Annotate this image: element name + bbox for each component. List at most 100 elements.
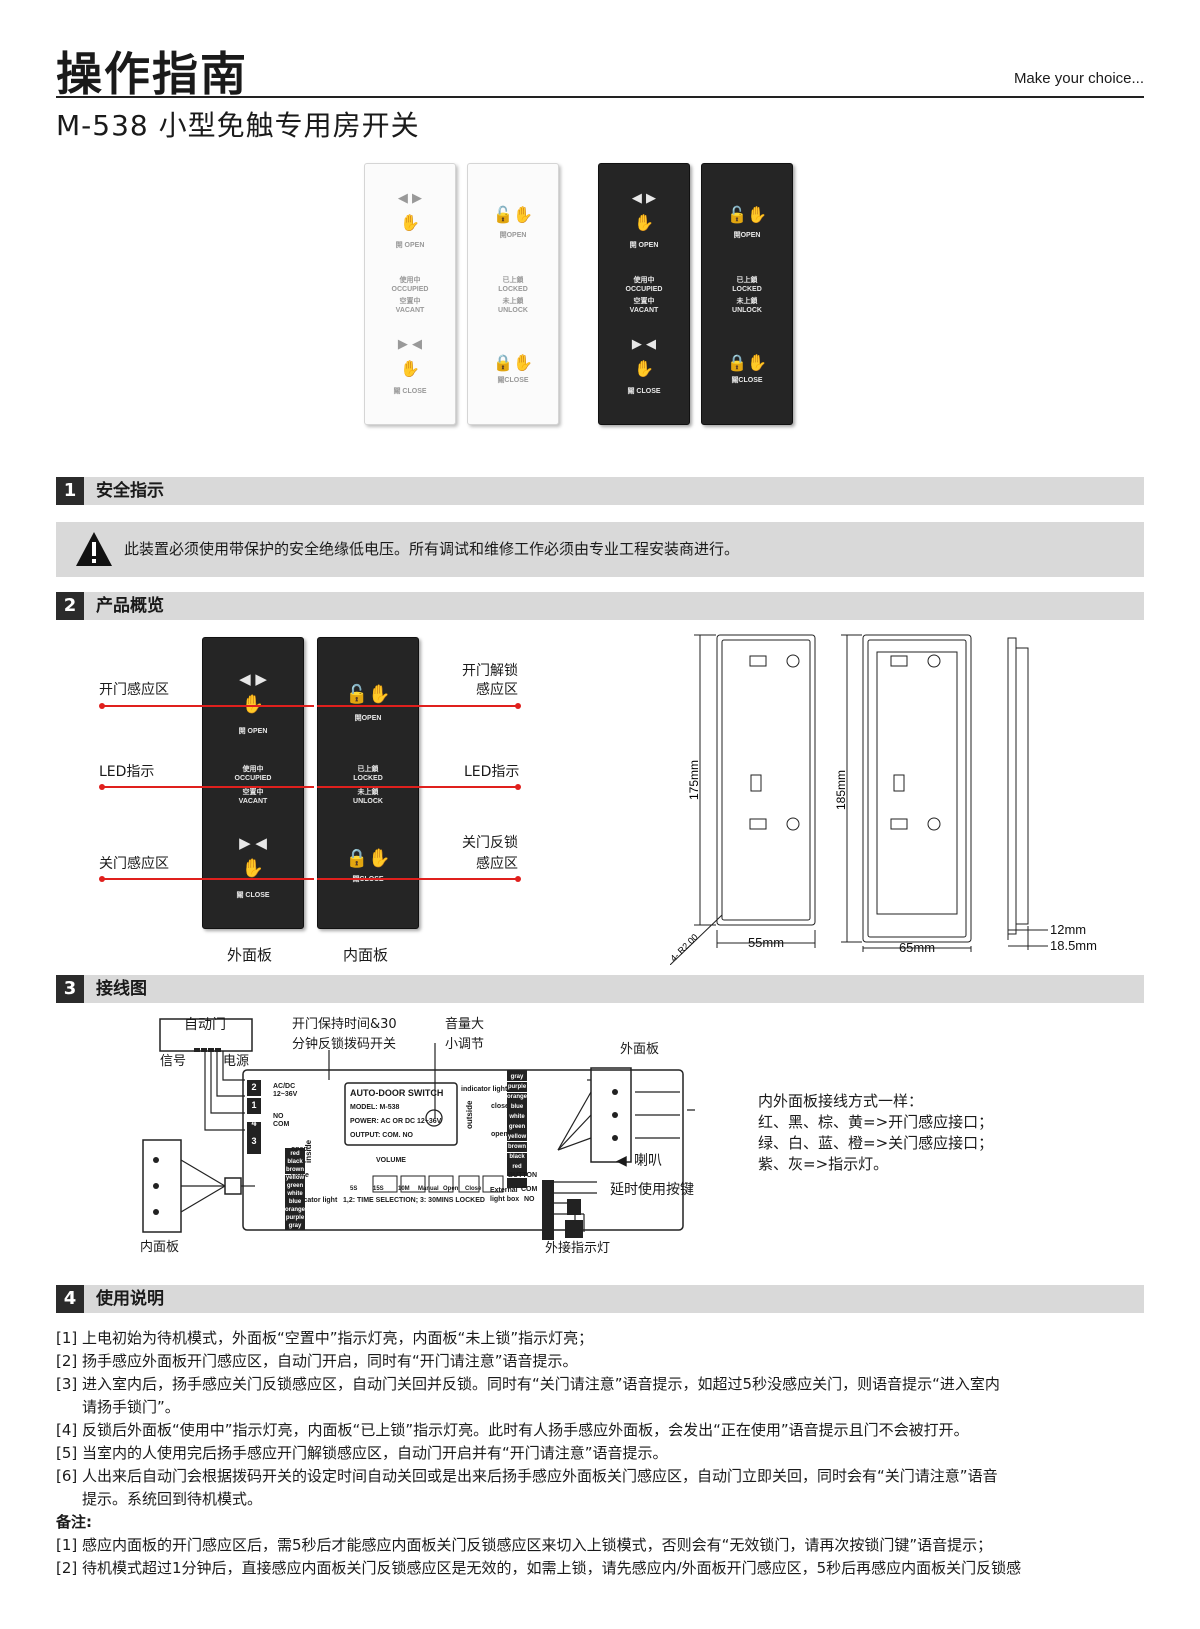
wire-color-label: purple — [285, 1215, 305, 1222]
occupied-en: OCCUPIED — [391, 286, 429, 293]
remark-2: [2] 待机模式超过1分钟后，直接感应内面板关门反锁感应区是无效的，如需上锁，请… — [56, 1559, 1022, 1577]
callout-open-zone: 开门感应区 — [99, 682, 169, 698]
open-label: 開 OPEN — [629, 242, 659, 249]
lock-hand-icon: 🔒✋ — [345, 848, 391, 869]
dip-close: Close — [465, 1186, 482, 1192]
speaker-label: 喇叭 — [634, 1153, 662, 1169]
occupied-cn: 使用中 — [399, 277, 421, 284]
dim-65: 65mm — [899, 940, 935, 955]
arrows-open-icon: ◀ ▶ — [397, 191, 423, 206]
overview-outer-panel: ◀ ▶ ✋ 開 OPEN 使用中 OCCUPIED 空置中 VACANT ▶ ◀… — [202, 637, 304, 929]
signal-label: 信号 — [160, 1054, 187, 1069]
wiring-inner-panel: 内面板 — [140, 1240, 180, 1255]
close-label: 關 CLOSE — [393, 388, 427, 395]
acdc-label: AC/DC — [273, 1083, 296, 1090]
usage-item-6-cont: 提示。系统回到待机模式。 — [82, 1490, 263, 1508]
open-label: 開OPEN — [499, 232, 527, 239]
wiring-note-1: 内外面板接线方式一样： — [758, 1092, 924, 1110]
power-label: 电源 — [223, 1054, 250, 1069]
outside-text: outside — [465, 1100, 474, 1129]
header-rule — [56, 96, 1144, 98]
callout-unlock-zone-2: 感应区 — [476, 682, 518, 698]
com-right: COM — [521, 1186, 538, 1193]
remark-title: 备注: — [56, 1513, 92, 1531]
arrows-open-icon: ◀ ▶ — [631, 191, 657, 206]
open-right: open — [491, 1131, 508, 1138]
wire-color-label: green — [285, 1183, 305, 1190]
open-label: 開OPEN — [733, 232, 761, 239]
callout-dot — [515, 876, 521, 882]
locked-cn: 已上鎖 — [736, 277, 758, 284]
open-label: 開 OPEN — [395, 242, 425, 249]
wire-color-label: red — [507, 1163, 527, 1171]
arrows-close-icon: ▶ ◀ — [239, 834, 267, 852]
hand-sensor-icon: ✋ — [634, 213, 654, 232]
board-output: OUTPUT: COM. NO — [350, 1132, 413, 1139]
wire-color-label: gray — [507, 1073, 527, 1081]
wire-color-label: purple — [507, 1083, 527, 1091]
dip-label-1: 开门保持时间&30 — [292, 1017, 397, 1032]
callout-dot — [99, 876, 105, 882]
vacant-cn: 空置中 — [633, 298, 655, 305]
unlock-en: UNLOCK — [353, 798, 383, 805]
terminal-number: 2 — [251, 1082, 257, 1092]
wire-color-label: blue — [507, 1103, 527, 1111]
locked-cn: 已上鎖 — [357, 766, 379, 773]
close-label: 關 CLOSE — [236, 892, 270, 899]
wiring-outer-panel: 外面板 — [620, 1042, 660, 1057]
board-power: POWER: AC OR DC 12~36V — [350, 1118, 442, 1125]
callout-close-zone: 关门感应区 — [99, 856, 169, 872]
wire-color-label: brown — [285, 1167, 305, 1174]
page-title: 操作指南 — [56, 47, 248, 101]
wire-color-label: orange — [285, 1207, 306, 1214]
inner-panel-caption: 内面板 — [343, 946, 389, 964]
callout-line — [101, 878, 314, 880]
terminal-number: 1 — [251, 1100, 257, 1110]
wire-color-label: orange — [507, 1093, 528, 1101]
section-header-2: 2 产品概览 — [56, 592, 1144, 620]
dip-open: Open — [443, 1186, 459, 1192]
callout-line — [317, 705, 519, 707]
safety-warning-box: 此装置必须使用带保护的安全绝缘低电压。所有调试和维修工作必须由专业工程安装商进行… — [56, 522, 1144, 577]
terminal-number: 3 — [546, 1201, 550, 1208]
wire-color-label: yellow — [285, 1175, 305, 1182]
unlock-en: UNLOCK — [498, 307, 528, 314]
wire-color-label: white — [285, 1191, 305, 1198]
close-label: 關 CLOSE — [627, 388, 661, 395]
usage-item-5: [5] 当室内的人使用完后扬手感应开门解锁感应区，自动门开启并有“开门请注意”语… — [56, 1444, 668, 1462]
section-title: 安全指示 — [96, 481, 164, 501]
section-title: 产品概览 — [96, 596, 164, 616]
callout-led-left: LED指示 — [99, 764, 155, 780]
dim-radius: 4- R2.00 — [670, 932, 700, 963]
terminal-number: 4 — [251, 1118, 257, 1128]
delay-button-label: 延时使用按键 — [610, 1182, 694, 1198]
hand-sensor-icon: ✋ — [400, 213, 420, 232]
terminal-number: 4 — [546, 1211, 550, 1218]
wire-color-label: brown — [507, 1143, 527, 1151]
callout-lock-zone-1: 关门反锁 — [462, 835, 518, 851]
usage-item-3-cont: 请扬手锁门”。 — [82, 1398, 180, 1416]
lock-hand-icon: 🔒✋ — [493, 353, 533, 372]
section-number: 2 — [56, 592, 84, 620]
external-light-label: 外接指示灯 — [545, 1241, 611, 1256]
vacant-cn: 空置中 — [399, 298, 421, 305]
product-black-outer: ◀ ▶ ✋ 開 OPEN 使用中 OCCUPIED 空置中 VACANT ▶ ◀… — [598, 163, 690, 425]
open-label: 開 OPEN — [238, 728, 268, 735]
callout-dot — [99, 784, 105, 790]
overview-inner-panel: 🔓✋ 開OPEN 已上鎖 LOCKED 未上鎖 UNLOCK 🔒✋ 關CLOSE — [317, 637, 419, 929]
close-label: 關CLOSE — [497, 377, 529, 384]
slogan: Make your choice... — [1013, 70, 1144, 87]
usage-item-3: [3] 进入室内后，扬手感应关门反锁感应区，自动门关回并反锁。同时有“关门请注意… — [56, 1375, 1000, 1393]
terminal-number: 1 — [546, 1181, 550, 1188]
voltage-label: 12~36V — [273, 1091, 298, 1098]
wire-color-label: black — [507, 1153, 527, 1161]
locked-en: LOCKED — [732, 286, 762, 293]
dip-label-2: 分钟反锁拨码开关 — [292, 1037, 397, 1052]
callout-line — [101, 786, 314, 788]
volume-label-2: 小调节 — [445, 1037, 485, 1052]
callout-dot — [515, 784, 521, 790]
